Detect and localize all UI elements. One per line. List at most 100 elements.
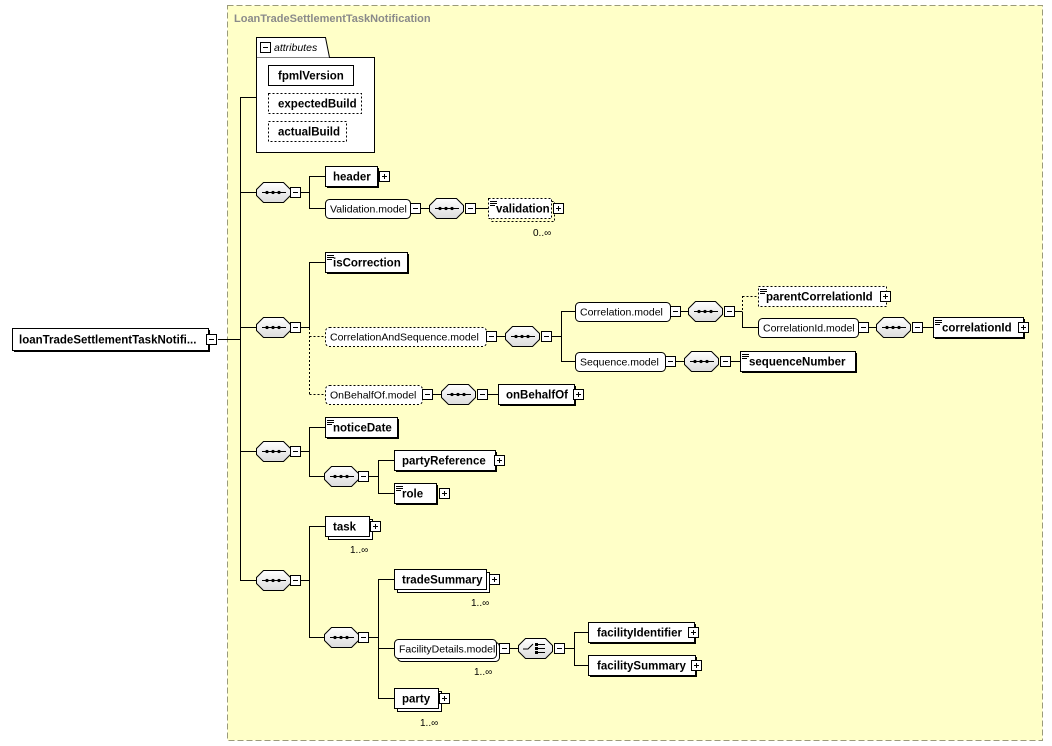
group-correlation-and-sequence-model-label: CorrelationAndSequence.model [330, 332, 479, 344]
attribute-expectedBuild[interactable]: expectedBuild [268, 93, 362, 114]
element-parentCorrelationId[interactable]: parentCorrelationId [758, 286, 887, 307]
expand-icon[interactable] [553, 203, 564, 214]
sequence-icon[interactable] [256, 317, 291, 338]
root-element[interactable]: loanTradeSettlementTaskNotifi... [12, 328, 211, 352]
element-onBehalfOf-label: onBehalfOf [506, 390, 568, 402]
expand-icon[interactable] [439, 693, 450, 704]
sequence-icon[interactable] [688, 301, 723, 322]
expand-icon[interactable] [494, 455, 505, 466]
sequence-collapse-icon[interactable] [290, 322, 301, 333]
sequence-collapse-icon[interactable] [912, 322, 923, 333]
element-onBehalfOf[interactable]: onBehalfOf [498, 384, 577, 406]
sequence-icon[interactable] [684, 351, 719, 372]
element-validation[interactable]: validation [488, 198, 555, 222]
group-collapse-icon[interactable] [422, 389, 433, 400]
element-partyReference-label: partyReference [402, 456, 486, 468]
sequence-icon[interactable] [505, 326, 540, 347]
sequence-collapse-icon[interactable] [477, 389, 488, 400]
expand-icon[interactable] [880, 291, 891, 302]
group-facilityDetails-model-label: FacilityDetails.model [399, 644, 495, 656]
attribute-expectedBuild-label: expectedBuild [278, 99, 357, 111]
expand-icon[interactable] [691, 660, 702, 671]
group-sequence-model[interactable]: Sequence.model [575, 352, 666, 372]
element-header[interactable]: header [325, 166, 380, 188]
attributes-header: attributes [274, 42, 318, 54]
element-validation-label: validation [496, 204, 550, 216]
root-element-label: loanTradeSettlementTaskNotifi... [19, 335, 196, 347]
sequence-icon[interactable] [324, 466, 359, 487]
group-collapse-icon[interactable] [499, 643, 510, 654]
group-validation-model[interactable]: Validation.model [325, 199, 411, 219]
element-correlationId[interactable]: correlationId [933, 317, 1026, 339]
sequence-collapse-icon[interactable] [358, 632, 369, 643]
expand-icon[interactable] [370, 521, 381, 532]
sequence-icon[interactable] [876, 317, 911, 338]
sequence-collapse-icon[interactable] [290, 575, 301, 586]
root-collapse-icon[interactable] [206, 334, 217, 345]
expand-icon[interactable] [489, 574, 500, 585]
attribute-actualBuild-label: actualBuild [278, 127, 340, 139]
element-role[interactable]: role [394, 483, 439, 505]
group-facilityDetails-model[interactable]: FacilityDetails.model [394, 639, 500, 662]
group-onBehalfOf-model[interactable]: OnBehalfOf.model [325, 385, 423, 405]
choice-icon[interactable] [518, 638, 553, 659]
element-tradeSummary[interactable]: tradeSummary [394, 569, 490, 593]
element-sequenceNumber[interactable]: sequenceNumber [740, 351, 858, 373]
documentation-icon [760, 289, 767, 294]
element-isCorrection[interactable]: isCorrection [325, 252, 410, 274]
tradeSummary-occurrence: 1..∞ [471, 598, 489, 609]
group-collapse-icon[interactable] [670, 306, 681, 317]
element-facilityIdentifier[interactable]: facilityIdentifier [588, 622, 697, 644]
expand-icon[interactable] [379, 171, 390, 182]
sequence-icon[interactable] [256, 182, 291, 203]
sequence-collapse-icon[interactable] [724, 306, 735, 317]
group-correlation-model[interactable]: Correlation.model [575, 302, 671, 322]
element-facilityIdentifier-label: facilityIdentifier [597, 628, 683, 640]
sequence-icon[interactable] [256, 441, 291, 462]
validation-occurrence: 0..∞ [533, 228, 551, 239]
element-isCorrection-label: isCorrection [333, 258, 401, 270]
party-occurrence: 1..∞ [420, 718, 438, 729]
element-parentCorrelationId-label: parentCorrelationId [766, 292, 873, 304]
group-correlationId-model[interactable]: CorrelationId.model [758, 318, 859, 338]
attribute-fpmlVersion[interactable]: fpmlVersion [268, 65, 354, 86]
group-collapse-icon[interactable] [410, 203, 421, 214]
expand-icon[interactable] [573, 389, 584, 400]
sequence-collapse-icon[interactable] [720, 356, 731, 367]
group-correlation-and-sequence-model[interactable]: CorrelationAndSequence.model [325, 327, 487, 347]
element-task[interactable]: task [325, 516, 373, 540]
sequence-collapse-icon[interactable] [541, 331, 552, 342]
element-facilitySummary[interactable]: facilitySummary [588, 655, 698, 677]
element-role-label: role [402, 489, 423, 501]
expand-icon[interactable] [1018, 322, 1029, 333]
choice-collapse-icon[interactable] [554, 643, 565, 654]
group-correlationId-model-label: CorrelationId.model [763, 323, 855, 335]
sequence-collapse-icon[interactable] [290, 187, 301, 198]
element-header-label: header [333, 172, 371, 184]
sequence-collapse-icon[interactable] [465, 203, 476, 214]
expand-icon[interactable] [439, 488, 450, 499]
facilityDetails-occurrence: 1..∞ [474, 667, 492, 678]
element-correlationId-label: correlationId [942, 323, 1012, 335]
sequence-collapse-icon[interactable] [358, 471, 369, 482]
group-collapse-icon[interactable] [486, 331, 497, 342]
attribute-actualBuild[interactable]: actualBuild [268, 121, 347, 142]
sequence-icon[interactable] [256, 570, 291, 591]
group-validation-model-label: Validation.model [330, 204, 407, 216]
expand-icon[interactable] [688, 627, 699, 638]
element-noticeDate[interactable]: noticeDate [325, 417, 400, 439]
group-collapse-icon[interactable] [858, 322, 869, 333]
attributes-collapse-icon[interactable] [260, 42, 271, 53]
sequence-icon[interactable] [441, 384, 476, 405]
element-party[interactable]: party [394, 688, 442, 712]
sequence-icon[interactable] [324, 627, 359, 648]
documentation-icon [396, 486, 403, 491]
element-noticeDate-label: noticeDate [333, 423, 392, 435]
element-partyReference[interactable]: partyReference [394, 450, 498, 472]
element-party-label: party [402, 694, 431, 706]
attribute-fpmlVersion-label: fpmlVersion [278, 71, 344, 83]
sequence-icon[interactable] [429, 198, 464, 219]
sequence-collapse-icon[interactable] [290, 446, 301, 457]
group-collapse-icon[interactable] [665, 356, 676, 367]
task-occurrence: 1..∞ [350, 545, 368, 556]
